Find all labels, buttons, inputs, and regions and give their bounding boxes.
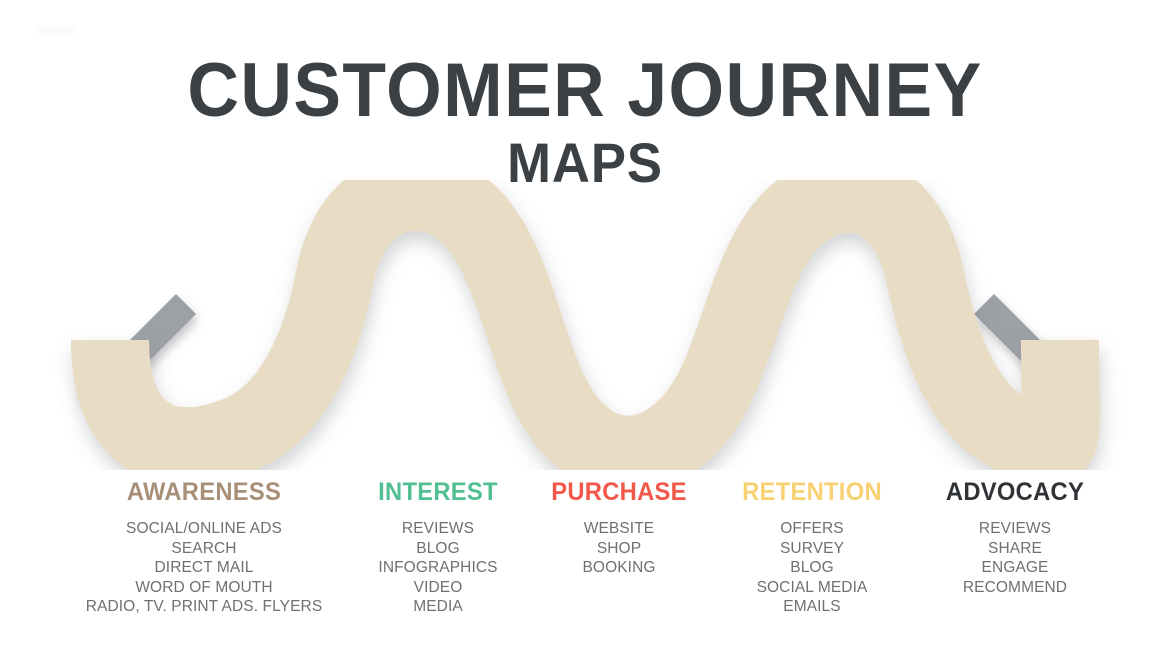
list-item: SOCIAL MEDIA: [756, 578, 868, 596]
list-item: OFFERS: [780, 520, 844, 537]
list-item: BLOG: [790, 559, 834, 577]
list-item: REVIEWS: [978, 520, 1052, 537]
list-item: SEARCH: [171, 539, 237, 557]
stage-advocacy[interactable]: ADVOCACY REVIEWS SHARE ENGAGE RECOMMEND: [910, 480, 1120, 597]
list-item: SURVEY: [779, 539, 845, 557]
stage-items-advocacy: REVIEWS SHARE ENGAGE RECOMMEND: [912, 519, 1118, 597]
stage-label-row: AWARENESS SOCIAL/ONLINE ADS SEARCH DIREC…: [0, 480, 1170, 640]
background-artifact: [38, 26, 76, 35]
stage-title-awareness: AWARENESS: [126, 478, 282, 506]
list-item: RADIO, TV. PRINT ADS. FLYERS: [85, 598, 323, 616]
list-item: SOCIAL/ONLINE ADS: [126, 520, 282, 537]
stage-purchase[interactable]: PURCHASE WEBSITE SHOP BOOKING: [524, 480, 714, 578]
stage-title-retention: RETENTION: [742, 478, 882, 506]
stage-retention[interactable]: RETENTION OFFERS SURVEY BLOG SOCIAL MEDI…: [714, 480, 910, 617]
stage-items-interest: REVIEWS BLOG INFOGRAPHICS VIDEO MEDIA: [354, 519, 522, 617]
stage-items-retention: OFFERS SURVEY BLOG SOCIAL MEDIA EMAILS: [716, 519, 908, 617]
list-item: BLOG: [416, 539, 460, 557]
list-item: DIRECT MAIL: [154, 559, 254, 577]
list-item: SHOP: [596, 539, 642, 557]
title-line-secondary: MAPS: [507, 131, 663, 195]
stage-awareness[interactable]: AWARENESS SOCIAL/ONLINE ADS SEARCH DIREC…: [56, 480, 352, 617]
stage-interest[interactable]: INTEREST REVIEWS BLOG INFOGRAPHICS VIDEO…: [352, 480, 524, 617]
stage-title-advocacy: ADVOCACY: [945, 478, 1085, 506]
title-line-primary: CUSTOMER JOURNEY: [187, 48, 983, 133]
list-item: REVIEWS: [401, 520, 475, 537]
list-item: ENGAGE: [981, 559, 1049, 577]
list-item: EMAILS: [783, 598, 841, 616]
stage-title-interest: INTEREST: [378, 478, 498, 506]
list-item: VIDEO: [413, 578, 463, 596]
road-body: [71, 192, 1061, 470]
list-item: SHARE: [988, 539, 1042, 557]
list-item: BOOKING: [582, 559, 656, 577]
stage-title-purchase: PURCHASE: [551, 478, 687, 506]
list-item: RECOMMEND: [962, 578, 1068, 596]
journey-road-diagram: [0, 180, 1170, 470]
road-segment-awareness: [71, 320, 365, 470]
page-title: CUSTOMER JOURNEY MAPS: [0, 48, 1170, 195]
list-item: MEDIA: [413, 598, 463, 616]
list-item: WORD OF MOUTH: [135, 578, 273, 596]
road-svg: [0, 180, 1170, 470]
list-item: INFOGRAPHICS: [378, 559, 498, 577]
stage-items-awareness: SOCIAL/ONLINE ADS SEARCH DIRECT MAIL WOR…: [58, 519, 350, 617]
stage-items-purchase: WEBSITE SHOP BOOKING: [526, 519, 712, 578]
list-item: WEBSITE: [583, 520, 655, 537]
